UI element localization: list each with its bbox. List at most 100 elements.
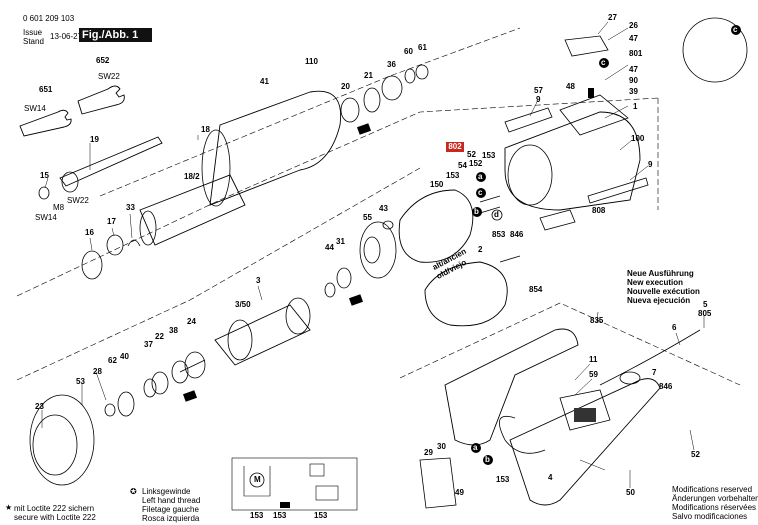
part-number[interactable]: 24 <box>187 317 196 326</box>
part-number[interactable]: 37 <box>144 340 153 349</box>
part-number[interactable]: 50 <box>626 488 635 497</box>
part-number[interactable]: 9 <box>536 95 541 104</box>
part-number[interactable]: 28 <box>93 367 102 376</box>
part-number[interactable]: 30 <box>437 442 446 451</box>
part-number[interactable]: 3/50 <box>235 300 251 309</box>
cable-terminal <box>588 88 594 98</box>
part-number[interactable]: 5 <box>703 300 708 309</box>
part-number[interactable]: 18/2 <box>184 172 200 181</box>
part-number[interactable]: 39 <box>629 87 638 96</box>
part-number[interactable]: 153 <box>314 511 328 520</box>
part-number[interactable]: 26 <box>629 21 638 30</box>
highlighted-part-802[interactable]: 802 <box>446 142 464 152</box>
ring-60 <box>404 68 416 84</box>
section-divider-mid <box>16 97 659 297</box>
field-coil-old <box>424 261 508 327</box>
part-number[interactable]: 153 <box>250 511 264 520</box>
part-number[interactable]: 47 <box>629 34 638 43</box>
part-number[interactable]: 38 <box>169 326 178 335</box>
part-number[interactable]: 9 <box>648 160 653 169</box>
part-number[interactable]: 44 <box>325 243 334 252</box>
part-number[interactable]: 15 <box>40 171 49 180</box>
part-number[interactable]: 31 <box>336 237 345 246</box>
part-number[interactable]: 808 <box>592 206 606 215</box>
section-divider-top <box>99 27 521 197</box>
part-number[interactable]: 18 <box>201 125 210 134</box>
part-number[interactable]: 651 <box>39 85 53 94</box>
part-number[interactable]: 801 <box>629 49 643 58</box>
part-number[interactable]: 90 <box>629 76 638 85</box>
part-number[interactable]: 854 <box>529 285 543 294</box>
part-number[interactable]: 153 <box>273 511 287 520</box>
part-number[interactable]: 27 <box>608 13 617 22</box>
part-number[interactable]: 60 <box>404 47 413 56</box>
part-number[interactable]: 41 <box>260 77 269 86</box>
part-number[interactable]: 110 <box>305 57 318 66</box>
part-number[interactable]: 150 <box>430 180 444 189</box>
part-number[interactable]: 21 <box>364 71 373 80</box>
part-number[interactable]: 153 <box>496 475 510 484</box>
part-number[interactable]: 153 <box>446 171 460 180</box>
part-number[interactable]: 652 <box>96 56 110 65</box>
spindle <box>59 136 163 187</box>
part-number[interactable]: 846 <box>659 382 673 391</box>
strip-57 <box>504 107 553 133</box>
part-number[interactable]: 62 <box>108 356 117 365</box>
cable-guard-7 <box>619 371 641 385</box>
part-number[interactable]: 1 <box>633 102 638 111</box>
motor-housing-tube <box>209 90 342 206</box>
part-number[interactable]: 846 <box>510 230 524 239</box>
part-number[interactable]: 40 <box>120 352 129 361</box>
part-number[interactable]: 36 <box>387 60 396 69</box>
callout-letter-c-inset: c <box>733 25 738 34</box>
part-number[interactable]: 805 <box>698 309 712 318</box>
part-number[interactable]: 3 <box>256 276 261 285</box>
issue-date: 13-06-27 <box>50 32 83 41</box>
part-number[interactable]: 22 <box>155 332 164 341</box>
cable-loop <box>498 415 546 454</box>
part-number[interactable]: 835 <box>590 316 604 325</box>
bearing-20 <box>340 97 360 123</box>
bearing-44 <box>324 282 336 298</box>
part-number[interactable]: 100 <box>631 134 645 143</box>
part-number[interactable]: 152 <box>469 159 483 168</box>
part-number[interactable]: 16 <box>85 228 94 237</box>
part-number[interactable]: 49 <box>455 488 464 497</box>
part-number[interactable]: 23 <box>35 402 44 411</box>
part-number[interactable]: 47 <box>629 65 638 74</box>
part-number[interactable]: 4 <box>548 473 553 482</box>
tool-label-sw22-b: SW22 <box>67 196 89 205</box>
callout-letter-c: c <box>478 188 483 197</box>
part-number[interactable]: 43 <box>379 204 388 213</box>
handle-shell-4 <box>509 378 661 506</box>
part-number[interactable]: 52 <box>467 150 476 159</box>
left-thread-symbol-c <box>182 390 198 402</box>
part-number[interactable]: 59 <box>589 370 598 379</box>
part-number[interactable]: 19 <box>90 135 99 144</box>
section-divider-bottom <box>16 167 421 381</box>
part-number[interactable]: 52 <box>691 450 700 459</box>
part-number[interactable]: 853 <box>492 230 506 239</box>
field-coil <box>398 189 474 263</box>
armature <box>214 304 311 366</box>
circuit-schematic <box>231 457 358 511</box>
part-number[interactable]: 53 <box>76 377 85 386</box>
part-number[interactable]: 11 <box>589 355 598 364</box>
part-number[interactable]: 17 <box>107 217 116 226</box>
figure-label: Fig./Abb. 1 <box>79 28 152 42</box>
part-number[interactable]: 48 <box>566 82 575 91</box>
part-number[interactable]: 33 <box>126 203 135 212</box>
part-number[interactable]: 153 <box>482 151 496 160</box>
part-number[interactable]: 29 <box>424 448 433 457</box>
callout-letter-a: a <box>478 172 483 181</box>
callout-letter-b-b: b <box>485 455 490 464</box>
part-number[interactable]: 55 <box>363 213 372 222</box>
gear-36 <box>381 75 403 101</box>
part-number[interactable]: 7 <box>652 368 657 377</box>
part-number[interactable]: 6 <box>672 323 677 332</box>
part-number[interactable]: 54 <box>458 161 467 170</box>
part-number[interactable]: 57 <box>534 86 543 95</box>
part-number[interactable]: 20 <box>341 82 350 91</box>
part-number[interactable]: 61 <box>418 43 427 52</box>
